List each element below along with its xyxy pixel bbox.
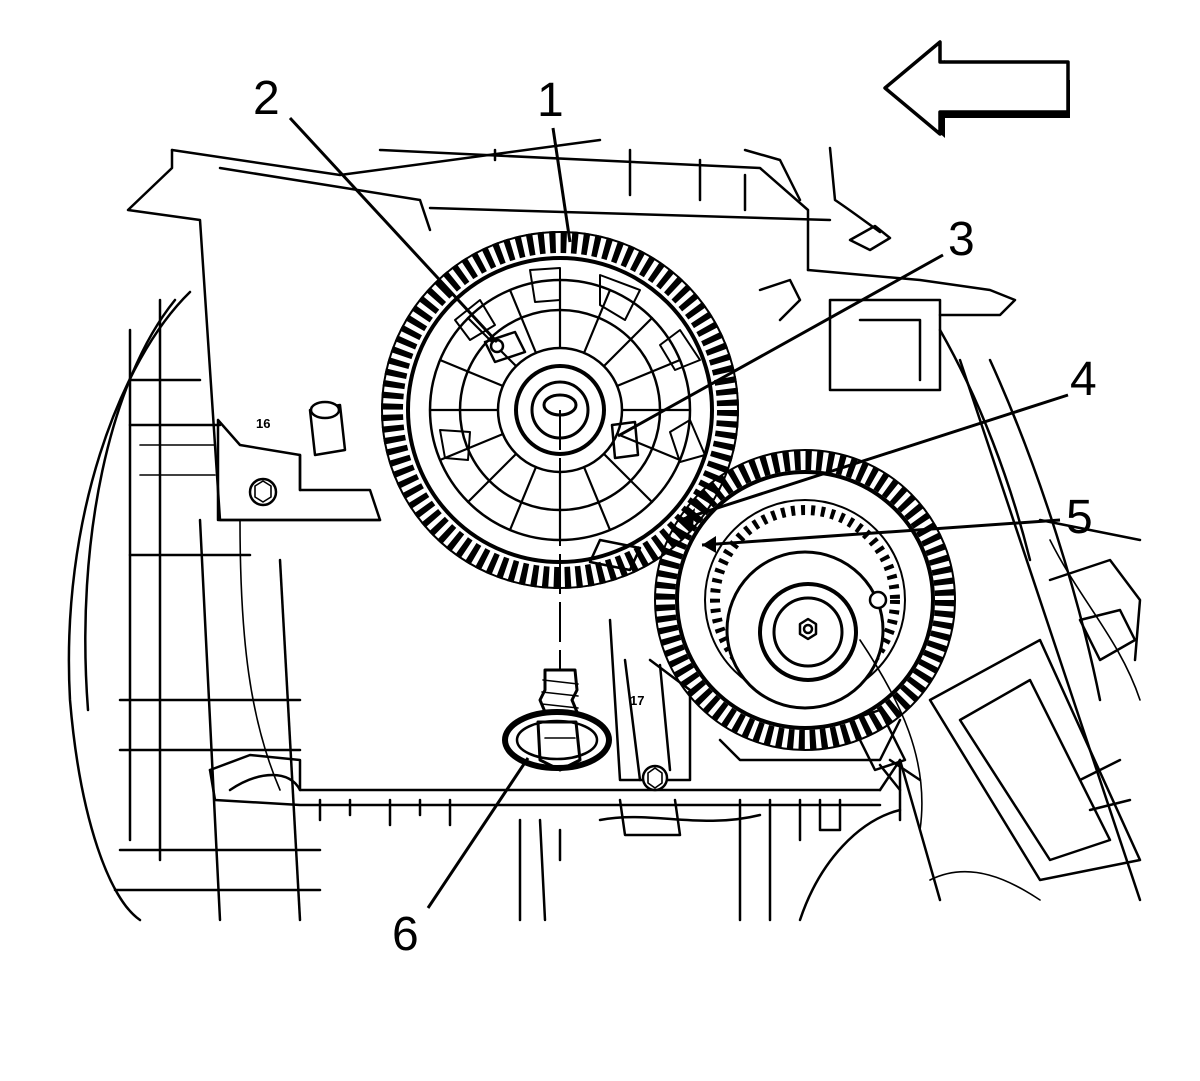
lower-frame <box>208 753 902 922</box>
leader-line-4 <box>679 393 1069 522</box>
part-label-17: 17 <box>630 693 644 708</box>
upper-duct-housing <box>126 138 1017 522</box>
leader-lines <box>288 116 1069 909</box>
callout-5: 5 <box>1066 491 1093 544</box>
callout-3: 3 <box>948 213 975 266</box>
leader-line-3 <box>617 253 944 438</box>
hollow-arrow-left-icon <box>883 40 1070 138</box>
leader-line-5 <box>701 518 1061 547</box>
leader-line-2 <box>288 116 499 344</box>
mounting-bracket-16: 16 <box>216 400 382 791</box>
leader-line-6 <box>426 757 530 909</box>
callout-2: 2 <box>253 72 280 125</box>
part-label-16: 16 <box>256 416 270 431</box>
wire-harness <box>859 539 1141 901</box>
callout-1: 1 <box>537 74 564 127</box>
mounting-bracket-17: 17 <box>608 618 692 792</box>
leader-line-1 <box>551 127 572 243</box>
small-actuator-gear <box>654 449 956 792</box>
gear-retaining-bolt <box>502 410 612 772</box>
callout-6: 6 <box>392 908 419 961</box>
callout-4: 4 <box>1070 353 1097 406</box>
hvac-housing-left <box>67 290 322 922</box>
